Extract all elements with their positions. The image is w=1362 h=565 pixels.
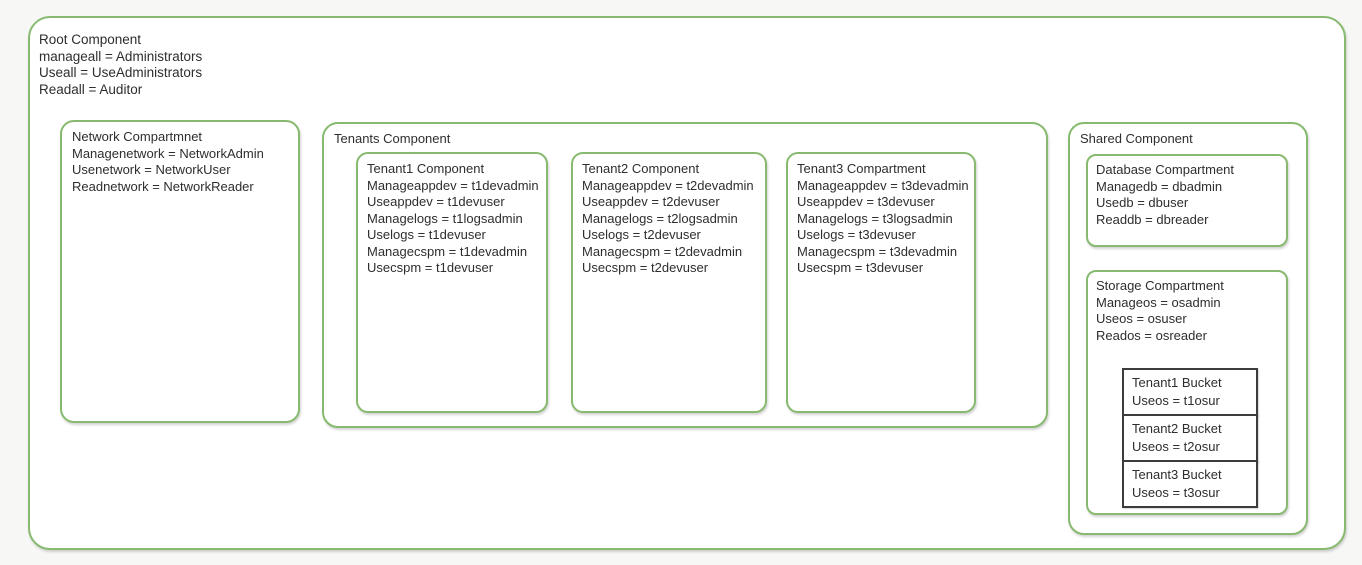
root-component-box: Root Component manageall = Administrator…: [28, 16, 1346, 550]
policy-line: Useos = t3osur: [1132, 484, 1220, 500]
policy-line: Useall = UseAdministrators: [39, 65, 203, 80]
policy-line: Managedb = dbadmin: [1096, 178, 1223, 194]
policy-line: Reados = osreader: [1096, 327, 1207, 343]
policy-line: Usecspm = t1devuser: [367, 260, 494, 275]
policy-line: Managelogs = t1logsadmin: [367, 210, 523, 226]
database-compartment-box: Database Compartment Managedb = dbadmin …: [1086, 154, 1288, 247]
shared-component-title: Shared Component: [1080, 131, 1193, 146]
policy-line: Managenetwork = NetworkAdmin: [72, 145, 264, 161]
policy-line: Uselogs = t3devuser: [797, 227, 916, 242]
tenant1-component-title: Tenant1 Component: [367, 161, 485, 176]
storage-compartment-title: Storage Compartment: [1096, 278, 1224, 293]
policy-line: Readall = Auditor: [39, 81, 143, 97]
bucket-stack: Tenant1 Bucket Useos = t1osur Tenant2 Bu…: [1122, 368, 1258, 508]
root-component-title: Root Component: [39, 32, 142, 47]
tenant3-compartment-box: Tenant3 Compartment Manageappdev = t3dev…: [786, 152, 976, 413]
tenant2-component-title: Tenant2 Component: [582, 161, 700, 176]
policy-line: Manageos = osadmin: [1096, 294, 1221, 310]
tenants-component-title: Tenants Component: [334, 131, 451, 146]
shared-component-box: Shared Component Database Compartment Ma…: [1068, 122, 1308, 535]
policy-line: Useappdev = t2devuser: [582, 194, 720, 209]
tenant1-component-box: Tenant1 Component Manageappdev = t1devad…: [356, 152, 548, 413]
policy-line: Managelogs = t2logsadmin: [582, 210, 738, 226]
tenant2-component-box: Tenant2 Component Manageappdev = t2devad…: [571, 152, 767, 413]
storage-compartment-box: Storage Compartment Manageos = osadmin U…: [1086, 270, 1288, 515]
root-component-label-block: Root Component manageall = Administrator…: [30, 18, 1344, 98]
policy-line: Readdb = dbreader: [1096, 211, 1209, 227]
policy-line: Usenetwork = NetworkUser: [72, 162, 231, 177]
tenant3-compartment-title: Tenant3 Compartment: [797, 161, 926, 176]
policy-line: Manageappdev = t1devadmin: [367, 177, 539, 193]
policy-line: Useos = t1osur: [1132, 392, 1220, 408]
policy-line: manageall = Administrators: [39, 48, 203, 64]
policy-line: Useappdev = t1devuser: [367, 194, 505, 209]
policy-line: Usecspm = t3devuser: [797, 260, 924, 275]
tenant2-bucket-box: Tenant2 Bucket Useos = t2osur: [1122, 414, 1258, 462]
policy-line: Managecspm = t3devadmin: [797, 243, 958, 259]
tenant1-bucket-title: Tenant1 Bucket: [1132, 375, 1222, 390]
policy-line: Managecspm = t2devadmin: [582, 243, 743, 259]
policy-line: Usecspm = t2devuser: [582, 260, 709, 275]
policy-line: Useappdev = t3devuser: [797, 194, 935, 209]
tenant1-bucket-box: Tenant1 Bucket Useos = t1osur: [1122, 368, 1258, 416]
network-compartment-box: Network Compartmnet Managenetwork = Netw…: [60, 120, 300, 423]
policy-line: Manageappdev = t3devadmin: [797, 177, 969, 193]
policy-line: Managelogs = t3logsadmin: [797, 210, 953, 226]
policy-line: Usedb = dbuser: [1096, 195, 1189, 210]
tenant3-bucket-box: Tenant3 Bucket Useos = t3osur: [1122, 460, 1258, 508]
policy-line: Readnetwork = NetworkReader: [72, 178, 254, 194]
policy-line: Uselogs = t2devuser: [582, 227, 701, 242]
tenant3-bucket-title: Tenant3 Bucket: [1132, 467, 1222, 482]
policy-line: Uselogs = t1devuser: [367, 227, 486, 242]
network-compartment-title: Network Compartmnet: [72, 129, 203, 144]
database-compartment-title: Database Compartment: [1096, 162, 1235, 177]
tenant2-bucket-title: Tenant2 Bucket: [1132, 421, 1222, 436]
policy-line: Useos = t2osur: [1132, 438, 1220, 454]
policy-line: Useos = osuser: [1096, 311, 1187, 326]
policy-line: Managecspm = t1devadmin: [367, 243, 528, 259]
policy-line: Manageappdev = t2devadmin: [582, 177, 754, 193]
tenants-component-box: Tenants Component Tenant1 Component Mana…: [322, 122, 1048, 428]
